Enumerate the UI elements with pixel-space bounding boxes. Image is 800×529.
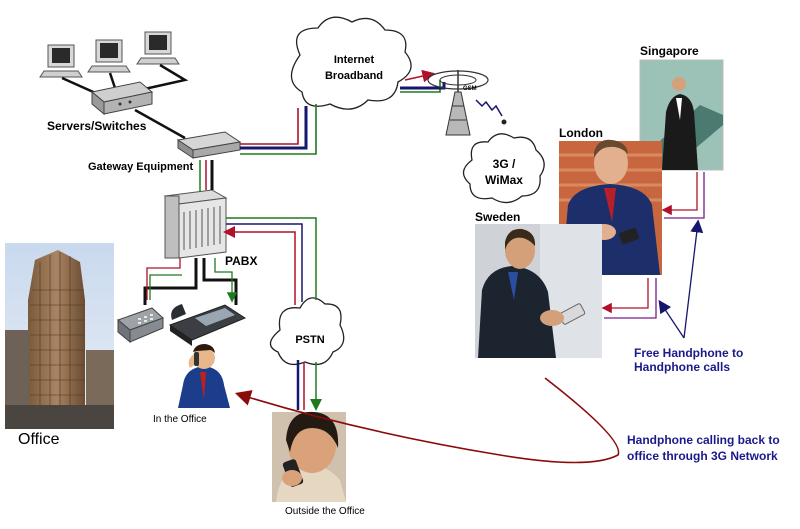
telephone-icon: [168, 304, 247, 346]
building-photo: [5, 243, 114, 429]
computer-icon: [39, 44, 83, 78]
callback-label-line1: Handphone calling back to: [627, 433, 780, 447]
gateway-pabx-link: [199, 160, 214, 192]
gateway-icon: [176, 131, 242, 159]
cloud-icon: [269, 297, 345, 366]
singapore-label: Singapore: [640, 44, 699, 58]
pstn-label: PSTN: [295, 334, 325, 346]
cloud-icon: [462, 133, 545, 204]
handphone-links: [601, 172, 705, 319]
broadband-label: Broadband: [324, 70, 384, 82]
person-photo: [475, 224, 602, 358]
pabx-label: PABX: [225, 254, 258, 268]
in-the-office-label: In the Office: [153, 414, 207, 425]
pabx-phone-links: [143, 258, 238, 305]
free-calls-label-line1: Free Handphone to: [634, 346, 744, 360]
gsm-label: GSM: [463, 86, 477, 92]
internet-gsm-link: [400, 69, 446, 93]
london-label: London: [559, 126, 603, 140]
person-photo: [178, 344, 230, 408]
office-label: Office: [18, 431, 60, 448]
internet-label: Internet: [333, 54, 375, 66]
pabx-icon: [163, 189, 228, 259]
servers-switches-label: Servers/Switches: [47, 119, 147, 133]
cloud-icon: [290, 16, 412, 110]
wimax-label: WiMax: [485, 173, 523, 187]
sweden-label: Sweden: [475, 210, 521, 224]
callback-label-line2: office through 3G Network: [627, 449, 778, 463]
computer-icon: [87, 39, 131, 73]
outside-the-office-label: Outside the Office: [285, 506, 365, 517]
telephone-icon: [117, 307, 164, 344]
pstn-links: [223, 217, 322, 411]
callback-arrow: [234, 377, 620, 464]
gateway-internet-link: [240, 104, 317, 155]
computer-icon: [136, 31, 180, 65]
free-calls-pointers: [658, 219, 704, 339]
person-photo: [272, 411, 346, 502]
switch-to-gateway-cable: [134, 108, 186, 140]
gsm-tower-icon: [427, 70, 507, 136]
free-calls-label-line2: Handphone calls: [634, 360, 731, 374]
3g-label: 3G /: [492, 157, 516, 171]
gateway-equipment-label: Gateway Equipment: [88, 161, 194, 173]
server-icon: [90, 81, 154, 116]
